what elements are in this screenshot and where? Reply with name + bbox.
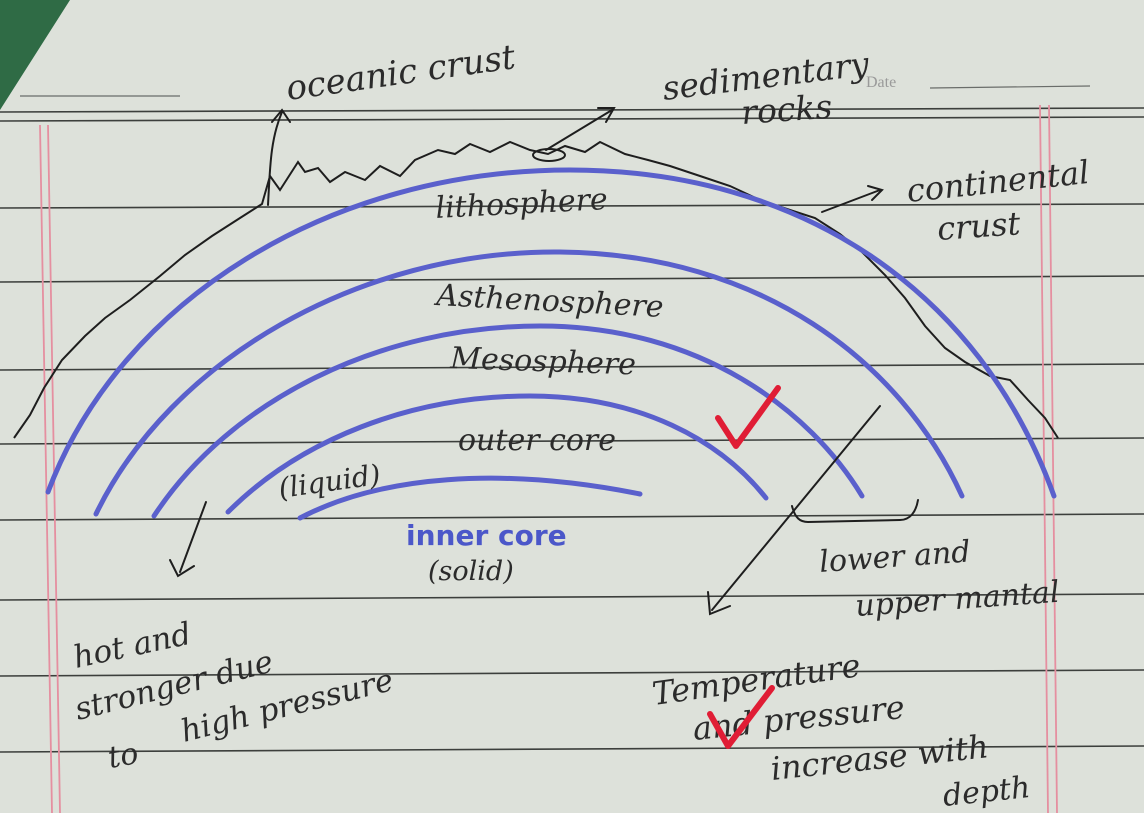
rule-line [0,275,1144,283]
asthenosphere-arc [93,249,965,517]
left-margin-line [47,124,61,813]
rule-line [0,363,1144,371]
right-margin-line [1039,104,1049,813]
sedimentary-label-line2: rocks [740,87,834,132]
date-label: Date [866,74,896,91]
pointer-arrows [169,107,919,616]
green-corner-shadow [0,0,70,110]
ruled-lines [0,107,1144,753]
header-line-right [929,85,1091,89]
inner-core-label: inner core [406,519,567,552]
inner-core-state-label: (solid) [428,556,514,587]
layer-arcs [45,167,1057,521]
rule-line [0,669,1144,677]
rule-line [0,107,1144,113]
teacher-checkmarks [707,385,781,749]
rule-line [0,513,1144,521]
inner-core-arc [297,475,643,521]
hot-and-stronger-arrow [169,501,207,578]
left-margin-line [39,124,53,813]
mantle-bracket [791,499,919,524]
sedimentary-arrow [545,107,616,151]
rule-line [0,116,1144,122]
mesosphere-label: Mesosphere [449,341,637,382]
outer-core-arc [225,393,769,515]
rule-line [0,593,1144,601]
outer-core-label: outer core [458,423,616,458]
oceanic-crust-arrow [267,108,291,206]
continental-crust-arrow [821,185,884,213]
right-margin-line [1048,104,1058,813]
margin-lines [39,104,1058,813]
checkmark-icon [707,685,775,749]
temperature-pressure-arrow [707,405,881,616]
rule-line [0,203,1144,209]
checkmark-icon [715,385,781,449]
rule-line [0,437,1144,445]
continental-crust-label-line2: crust [936,204,1022,248]
crust-outline [13,140,1059,439]
rule-line [0,745,1144,753]
mesosphere-arc [151,323,865,519]
temperature-label-line4: depth [941,770,1032,813]
hot-label-line3: to [105,736,141,776]
lithosphere-arc [45,167,1057,499]
